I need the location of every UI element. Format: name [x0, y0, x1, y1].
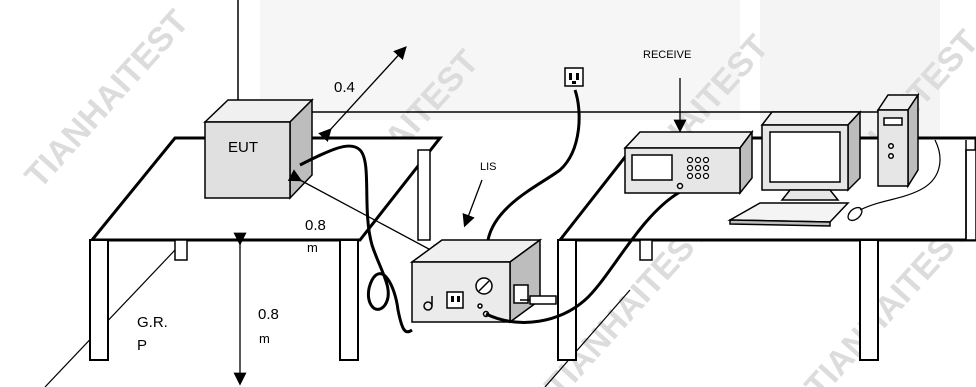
lisn-box [409, 238, 557, 324]
eut-power-cable [299, 144, 413, 334]
grp-label: G.R. [137, 314, 168, 331]
receiver-box [623, 129, 754, 196]
eut-label: EUT [228, 139, 258, 156]
height-unit: m [259, 331, 270, 346]
wall-socket-icon [564, 67, 584, 87]
lisn-label: LIS [480, 161, 497, 173]
distance-eut-lisn-label: 0.8 [305, 217, 326, 234]
lisn-receiver-cable [485, 190, 681, 324]
ground-reference-plane [44, 249, 631, 387]
pc-tower [876, 92, 920, 189]
monitor [760, 110, 862, 201]
mouse-cable [859, 139, 941, 211]
distance-top-label: 0.4 [334, 79, 355, 96]
height-label: 0.8 [258, 306, 279, 323]
receiver-label: RECEIVE [643, 49, 691, 61]
dial-icon [475, 277, 493, 318]
socket-icon [446, 291, 464, 309]
keyboard [727, 202, 850, 227]
eut-box [203, 98, 314, 200]
grp-label-second-line: P [137, 337, 147, 354]
distance-arrow-top [318, 46, 407, 143]
plug-icon [423, 296, 433, 311]
distance-arrow-eut-lisn [287, 169, 443, 257]
receiver-keypad [686, 156, 710, 180]
distance-eut-lisn-unit: m [307, 240, 318, 255]
lisn-mains-cable [486, 89, 581, 241]
lisn-pointer-arrow [462, 179, 483, 228]
